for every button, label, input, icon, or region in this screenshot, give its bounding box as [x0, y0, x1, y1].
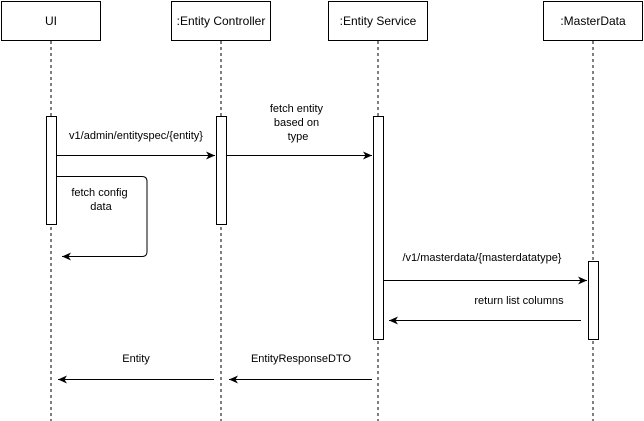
participant-entity-service: :Entity Service — [328, 1, 428, 41]
participant-ui: UI — [1, 1, 101, 41]
message-label-fetch-config-line-2: data — [90, 201, 112, 213]
message-label-entity: Entity — [122, 353, 150, 365]
message-label-masterdata-request: /v1/masterdata/{masterdatatype} — [403, 252, 562, 264]
message-label-fetch-entity-line-2: based on — [274, 117, 319, 129]
participant-entity-controller-label: :Entity Controller — [177, 14, 266, 28]
message-label-fetch-entity-line-1: fetch entity — [270, 103, 324, 115]
activation-entity-service — [373, 116, 384, 340]
participant-ui-label: UI — [45, 14, 57, 28]
participant-entity-controller: :Entity Controller — [171, 1, 271, 41]
activation-ui — [46, 116, 57, 225]
activation-masterdata — [588, 261, 599, 340]
message-label-fetch-entity: fetch entity based on type — [270, 103, 326, 143]
participant-masterdata-label: :MasterData — [560, 14, 626, 28]
message-arrow-fetch-config — [57, 176, 148, 261]
participant-entity-service-label: :Entity Service — [340, 14, 417, 28]
message-label-fetch-config: fetch config data — [71, 187, 130, 213]
participant-masterdata: :MasterData — [543, 1, 643, 41]
message-label-return-list-columns: return list columns — [474, 295, 564, 307]
activation-entity-controller — [216, 116, 227, 225]
message-label-fetch-config-line-1: fetch config — [71, 187, 127, 199]
message-label-entityspec-request: v1/admin/entityspec/{entity} — [69, 130, 203, 142]
message-label-entity-response-dto: EntityResponseDTO — [251, 353, 352, 365]
message-label-fetch-entity-line-3: type — [288, 131, 309, 143]
